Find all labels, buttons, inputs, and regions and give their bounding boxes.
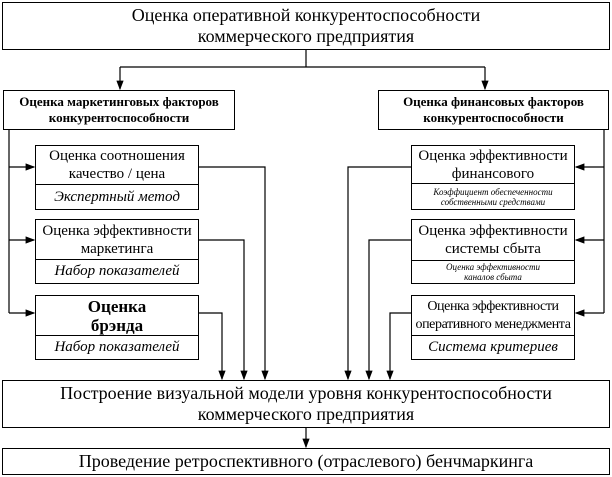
management-efficiency-box: Оценка эффективности оперативного менеджм… (411, 295, 575, 360)
benchmark-label: Проведение ретроспективного (отраслевого… (78, 451, 534, 471)
item-method-line2: собственными средствами (440, 196, 546, 207)
sales-efficiency-title: Оценка эффективности системы сбыта (412, 220, 574, 261)
benchmarking-box: Проведение ретроспективного (отраслевого… (2, 448, 610, 475)
item-line2: качество / цена (68, 166, 166, 182)
quality-price-title: Оценка соотношения качество / цена (36, 146, 198, 185)
item-line1: Оценка эффективности (418, 223, 568, 239)
item-line2: брэнда (90, 315, 144, 335)
item-method: Система критериев (428, 339, 558, 355)
item-line1: Оценка (87, 296, 147, 316)
financial-factors-box: Оценка финансовых факторов конкурентоспо… (378, 90, 609, 130)
financial-title-line1: Оценка финансовых факторов (403, 94, 584, 109)
item-line2: финансового (451, 165, 535, 182)
main-title-line1: Оценка оперативной конкурентоспособности (131, 5, 481, 25)
visual-model-box: Построение визуальной модели уровня конк… (2, 380, 610, 428)
model-line1: Построение визуальной модели уровня конк… (60, 383, 552, 403)
marketing-title-line1: Оценка маркетинговых факторов (19, 94, 219, 109)
model-line2: коммерческого предприятия (197, 404, 415, 424)
marketing-title-line2: конкурентоспособности (48, 110, 190, 125)
item-line1: Оценка эффективности (42, 222, 192, 239)
item-method: Набор показателей (54, 263, 180, 279)
main-goal-box: Оценка оперативной конкурентоспособности… (2, 2, 610, 50)
item-method: Экспертный метод (54, 188, 180, 205)
main-title-line2: коммерческого предприятия (197, 26, 415, 46)
marketing-factors-box: Оценка маркетинговых факторов конкуренто… (3, 90, 235, 130)
quality-price-box: Оценка соотношения качество / цена Экспер… (35, 145, 199, 210)
item-line2: оперативного менеджмента (415, 316, 571, 332)
item-line2: маркетинга (80, 240, 154, 257)
item-line1: Оценка соотношения (49, 148, 185, 164)
item-method-line1: Коэффициент обеспеченности (433, 186, 553, 197)
item-method-line1: Оценка эффективности (446, 262, 540, 272)
management-efficiency-title: Оценка эффективности оперативного менеджм… (412, 296, 574, 336)
item-line1: Оценка эффективности (427, 298, 559, 314)
item-method-line2: каналов сбыта (464, 272, 522, 282)
sales-efficiency-box: Оценка эффективности системы сбыта Оценка… (411, 219, 575, 284)
financial-title-line2: конкурентоспособности (423, 110, 564, 125)
item-line2: системы сбыта (445, 241, 541, 257)
item-method: Набор показателей (54, 339, 180, 355)
item-line1: Оценка эффективности (418, 147, 568, 164)
